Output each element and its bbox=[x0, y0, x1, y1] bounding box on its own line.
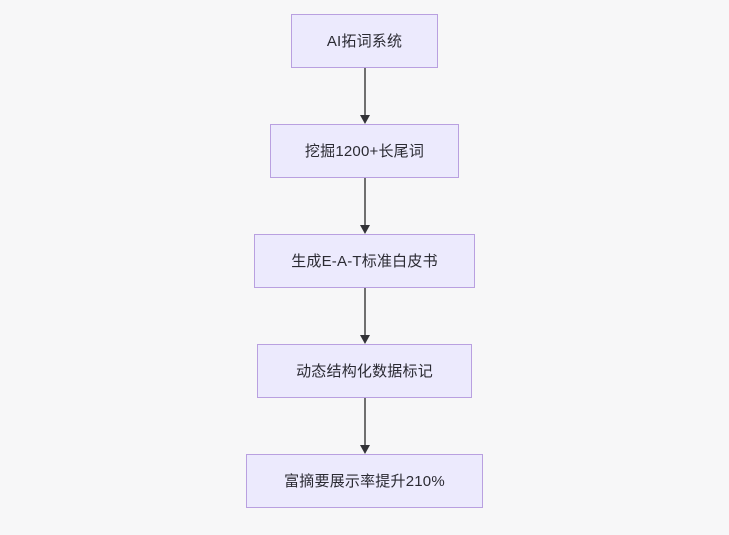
arrow-shaft bbox=[363, 68, 366, 116]
flow-node-stack: AI拓词系统 挖掘1200+长尾词 生成E-A-T标准白皮书 动态结构化数据标记 bbox=[246, 14, 483, 508]
flow-node-label: 富摘要展示率提升210% bbox=[284, 472, 445, 490]
arrow-head-icon bbox=[359, 335, 370, 344]
arrow-head-icon bbox=[359, 445, 370, 454]
flow-node-mine-longtail-keywords[interactable]: 挖掘1200+长尾词 bbox=[270, 124, 459, 178]
flow-node-label: 生成E-A-T标准白皮书 bbox=[291, 252, 438, 270]
flow-arrow-2 bbox=[358, 178, 372, 234]
flow-node-label: AI拓词系统 bbox=[326, 32, 403, 50]
arrow-head-icon bbox=[359, 115, 370, 124]
flow-arrow-3 bbox=[358, 288, 372, 344]
flow-node-dynamic-structured-data-markup[interactable]: 动态结构化数据标记 bbox=[257, 344, 472, 398]
arrow-shaft bbox=[363, 288, 366, 336]
arrow-shaft bbox=[363, 398, 366, 446]
flow-arrow-4 bbox=[358, 398, 372, 454]
flow-node-label: 挖掘1200+长尾词 bbox=[304, 142, 425, 160]
arrow-head-icon bbox=[359, 225, 370, 234]
flow-node-label: 动态结构化数据标记 bbox=[296, 362, 433, 380]
arrow-shaft bbox=[363, 178, 366, 226]
flow-node-generate-eat-whitepaper[interactable]: 生成E-A-T标准白皮书 bbox=[254, 234, 475, 288]
flow-node-rich-snippet-impression-lift[interactable]: 富摘要展示率提升210% bbox=[246, 454, 483, 508]
flow-arrow-1 bbox=[358, 68, 372, 124]
flow-node-ai-keyword-system[interactable]: AI拓词系统 bbox=[291, 14, 438, 68]
